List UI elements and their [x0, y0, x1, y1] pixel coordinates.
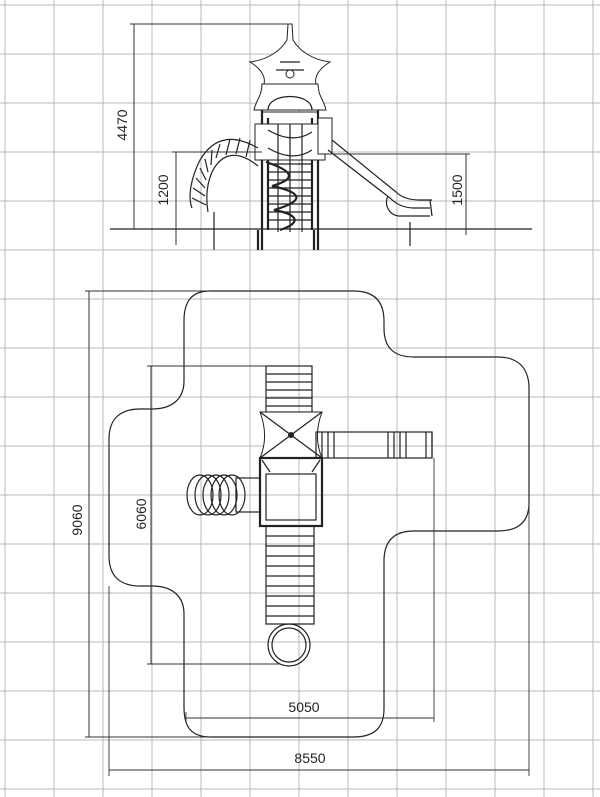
equipment-width-label: 5050	[288, 699, 319, 715]
dim-safety-zone-width: 8550	[108, 503, 530, 776]
straight-slide	[327, 139, 433, 246]
overall-height-label: 4470	[114, 109, 130, 140]
dim-safety-zone-depth: 9060	[69, 290, 211, 738]
upper-ladder	[265, 365, 313, 413]
dim-equipment-depth: 6060	[133, 365, 280, 665]
dim-platform-height: 1200	[155, 151, 262, 245]
platform	[258, 456, 324, 528]
plan-view: 9060 6060 5050 8550	[69, 290, 530, 776]
elevation-view: 4470 1200 1500	[110, 23, 532, 250]
plan-straight-slide	[315, 431, 433, 459]
tube-exit	[267, 623, 311, 667]
lower-ladder	[265, 525, 315, 625]
safety-zone-width-label: 8550	[294, 750, 325, 766]
roof-top-view	[259, 411, 323, 459]
dim-overall-height: 4470	[114, 23, 290, 229]
dim-slide-height: 1500	[334, 153, 470, 235]
safety-zone-outline	[108, 290, 530, 738]
slide-height-label: 1500	[449, 174, 465, 205]
tower-roof	[248, 23, 332, 111]
platform-height-label: 1200	[155, 174, 171, 205]
dim-equipment-width: 5050	[185, 458, 435, 722]
plan-tube-slide	[186, 474, 261, 516]
tube-slide	[189, 137, 259, 250]
safety-zone-depth-label: 9060	[69, 504, 85, 535]
tower-body	[254, 110, 333, 250]
equipment-depth-label: 6060	[133, 498, 149, 529]
